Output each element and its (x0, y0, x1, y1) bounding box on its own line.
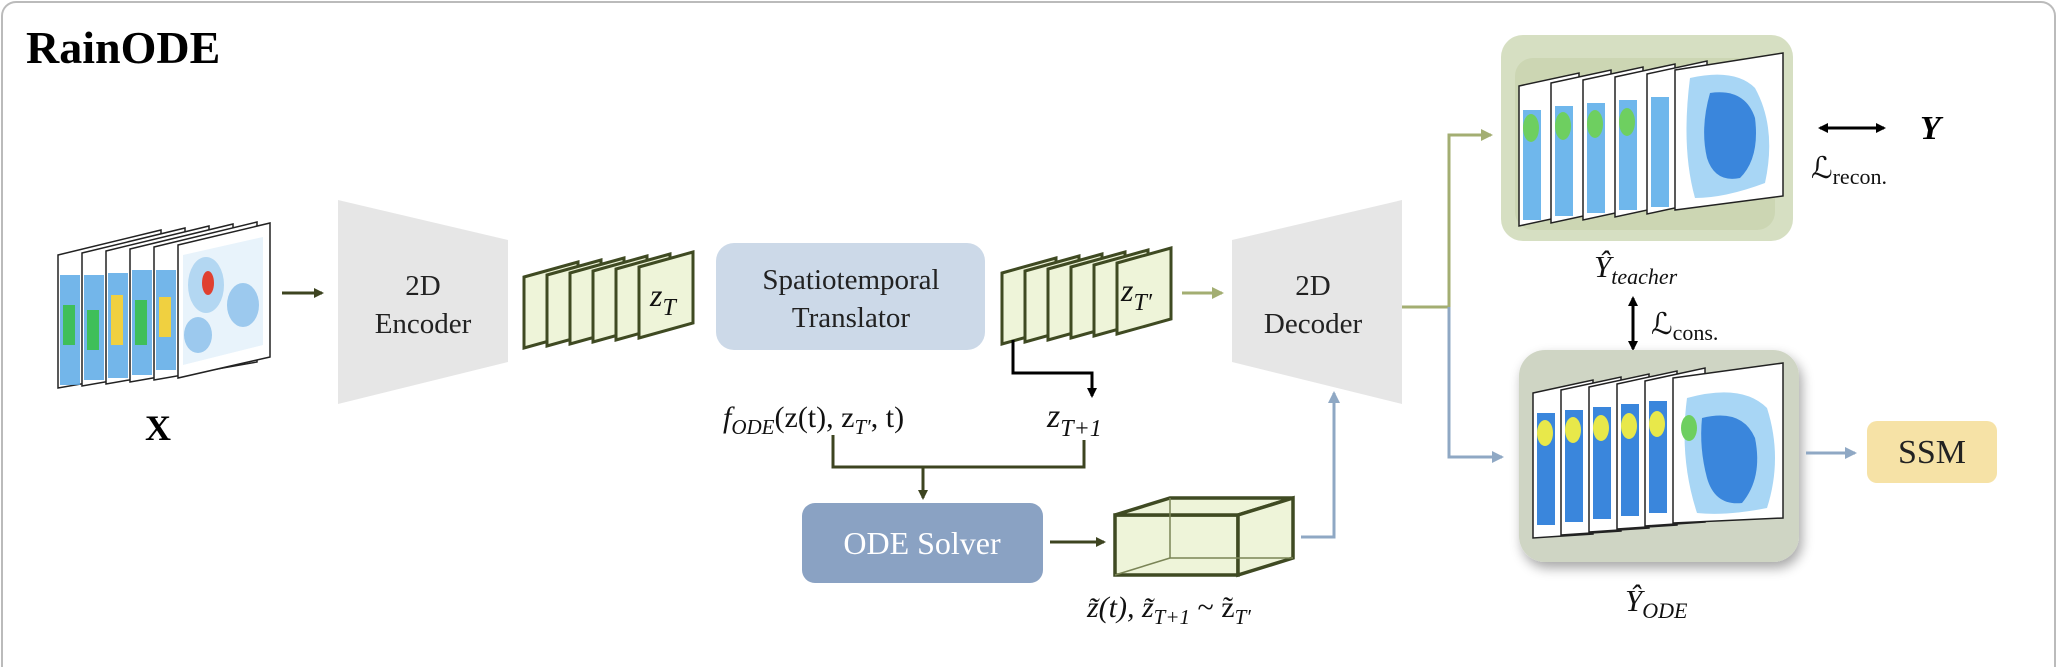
translator-label-line2: Translator (792, 302, 910, 334)
decoder-block: 2D Decoder (1232, 200, 1402, 404)
teacher-output-label: Ŷteacher (1594, 249, 1678, 289)
ode-output-frames-label: ŶODE (1625, 583, 1688, 623)
encoder-label-line1: 2D (405, 270, 440, 302)
translator-label-line1: Spatiotemporal (762, 264, 939, 296)
arrow-zt-prime-to-z-next (1011, 340, 1097, 398)
decoder-label-line1: 2D (1295, 270, 1330, 302)
decoder-label-line2: Decoder (1264, 308, 1363, 340)
f-ode-formula: fODE(z(t), zT′, t) (723, 401, 904, 439)
cons-loss-label: ℒcons. (1651, 308, 1718, 345)
target-y-label: Y (1920, 110, 1944, 147)
ode-output-frames: ŶODE (1519, 350, 1799, 623)
arrow-decoder-to-ode-output (1447, 307, 1504, 463)
recon-loss-label: ℒrecon. (1811, 152, 1887, 189)
arrow-decoder-to-teacher (1447, 129, 1493, 307)
latent-zt-prime-label: zT′ (1120, 272, 1153, 316)
z-next-label: zT+1 (1046, 398, 1102, 442)
encoder-block: 2D Encoder (338, 200, 508, 404)
input-label: X (145, 408, 171, 448)
latent-zt-label: zT (649, 277, 677, 321)
ode-output-cube (1113, 495, 1295, 578)
input-frames: X (57, 221, 271, 448)
ode-output-label: z̃(t), z̃T+1 ~ z̃T′ (1086, 591, 1251, 629)
diagram-title: RainODE (26, 22, 220, 73)
encoder-label-line2: Encoder (375, 308, 472, 340)
ssm-block: SSM (1867, 421, 1997, 483)
ssm-label: SSM (1898, 434, 1966, 471)
arrow-f-ode-to-merge (831, 435, 1086, 469)
ode-solver-label: ODE Solver (843, 525, 1001, 561)
teacher-output-frames: Ŷteacher (1501, 35, 1793, 289)
ode-solver-block: ODE Solver (802, 503, 1043, 583)
latent-zt-stack: zT (522, 250, 695, 350)
arrow-cube-to-decoder (1301, 391, 1340, 539)
spatiotemporal-translator-block: Spatiotemporal Translator (716, 243, 985, 350)
latent-zt-prime-stack: zT′ (1000, 246, 1173, 346)
